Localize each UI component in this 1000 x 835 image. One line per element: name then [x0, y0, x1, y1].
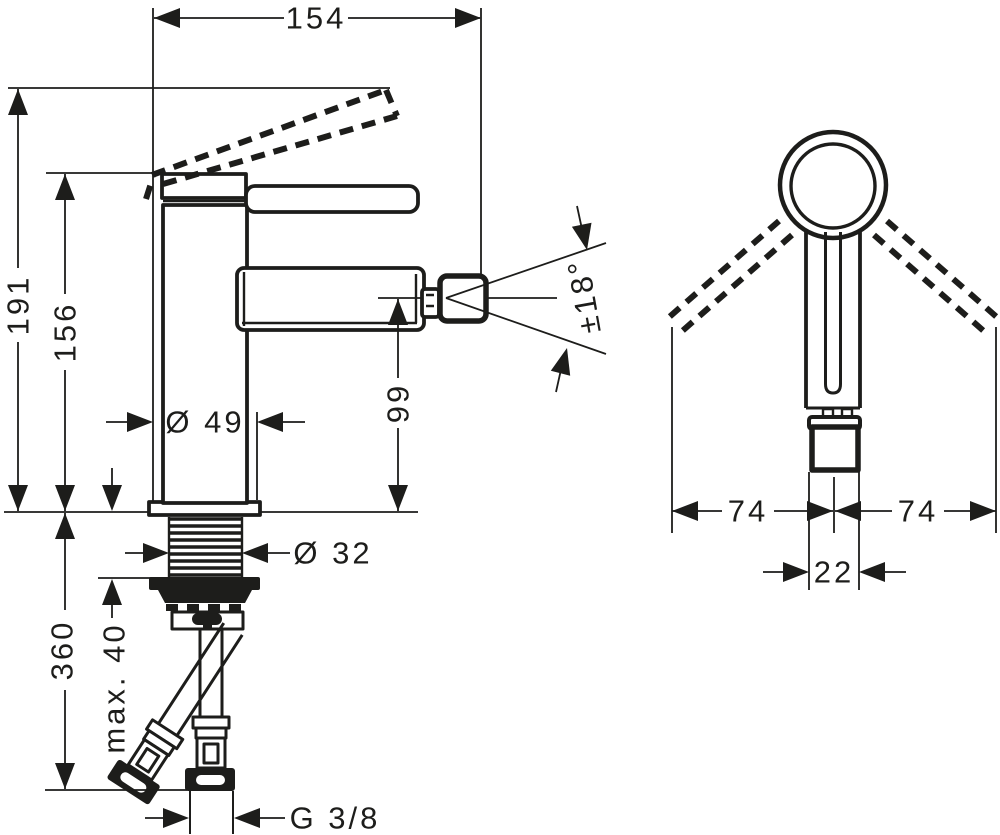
dim-d49-label: Ø 49	[165, 405, 244, 440]
dim-g38-label: G 3/8	[290, 801, 381, 835]
faucet-body	[147, 172, 262, 517]
gasket-band	[162, 603, 248, 612]
side-view: 74 74 22	[665, 129, 1000, 590]
handle-disc-outer	[777, 129, 889, 241]
mounting-screw-head	[192, 613, 222, 625]
front-dimensions: 154 191 156 Ø 49 99 ±18° Ø 32	[1, 1, 608, 835]
handle-cap	[160, 172, 248, 200]
dim-angle-label: ±18°	[560, 256, 608, 337]
side-spout-block	[807, 415, 862, 473]
dim-156-label: 156	[48, 302, 83, 363]
mounting-screw-stem	[203, 623, 212, 630]
dim-max40-label: max. 40	[97, 622, 132, 753]
dim-74-left-label: 74	[728, 494, 768, 529]
swivel-angle-indicator	[445, 205, 607, 393]
dim-191-label: 191	[1, 275, 36, 336]
dim-360-label: 360	[45, 620, 80, 681]
lever-handle-raised-dashed	[143, 87, 400, 200]
dim-d32-label: Ø 32	[293, 536, 372, 571]
dim-22-label: 22	[814, 555, 854, 590]
dim-74-right-label: 74	[898, 494, 938, 529]
side-extension-lines	[671, 327, 997, 590]
supply-hose-vertical	[185, 629, 235, 834]
mounting-cone	[158, 590, 252, 603]
dim-99-label: 99	[381, 383, 416, 423]
side-dimensions: 74 74 22	[672, 494, 996, 590]
front-view: 154 191 156 Ø 49 99 ±18° Ø 32	[1, 1, 608, 835]
cap-seam	[163, 199, 247, 207]
supply-hose-diagonal	[107, 622, 244, 805]
mounting-hardware	[149, 577, 260, 631]
angle-arrow-top	[571, 222, 592, 250]
threaded-shank	[167, 517, 244, 577]
handle-swing-dashed	[665, 218, 1000, 336]
aerator	[420, 273, 489, 324]
side-body-stem	[804, 230, 862, 419]
mounting-flange	[149, 577, 260, 590]
dim-154-label: 154	[286, 1, 347, 36]
angle-arrow-bottom	[550, 348, 571, 376]
lever-handle	[244, 184, 420, 214]
handle-disc-inner	[789, 142, 877, 230]
body-column	[161, 203, 249, 505]
